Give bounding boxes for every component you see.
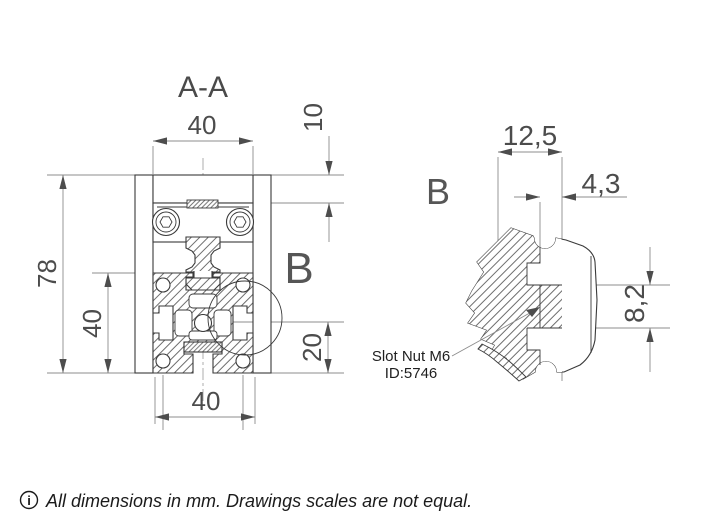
guide-block (185, 236, 221, 273)
detail-circle-b (207, 280, 283, 356)
dim-tongue-height: 8,2 (619, 247, 654, 372)
dim-slot-width: 4,3 (514, 168, 627, 201)
dim-bottom-offset-label: 20 (297, 333, 327, 362)
carriage-assembly (134, 174, 272, 374)
spring-sliver (477, 343, 527, 382)
section-title: A-A (178, 71, 228, 104)
corner-hole-tr (235, 277, 251, 293)
dim-bottom-width: 40 (155, 386, 255, 421)
rail-hatch-strip (186, 199, 219, 209)
footer-note: i All dimensions in mm. Drawings scales … (19, 490, 472, 511)
dim-top-width: 40 (153, 110, 253, 145)
detail-title: B (426, 171, 450, 212)
top-plate (152, 174, 254, 204)
dim-top-width-label: 40 (188, 110, 217, 140)
info-icon-glyph: i (27, 493, 31, 508)
dim-total-height-label: 78 (32, 259, 62, 288)
dim-bottom-offset: 20 (297, 322, 332, 373)
t-bolt-neck (194, 271, 212, 278)
nut-channel-edges (526, 247, 562, 365)
slot-nut-detail (465, 227, 598, 382)
screw-left (151, 207, 181, 237)
dim-profile-height: 40 (77, 273, 112, 373)
callout-line2: ID:5746 (385, 365, 438, 382)
callout: Slot Nut M6 ID:5746 (372, 307, 540, 382)
callout-line1: Slot Nut M6 (372, 348, 450, 365)
dim-nut-width-label: 12,5 (503, 120, 558, 151)
left-side-plate (134, 174, 154, 374)
dim-total-height: 78 (32, 175, 67, 373)
dim-tongue-height-label: 8,2 (619, 284, 650, 323)
profile-cavity-w (174, 309, 193, 337)
corner-hole-br (235, 353, 251, 369)
right-side-plate (252, 174, 272, 374)
detail-marker-label: B (284, 244, 313, 293)
t-bolt-head (185, 277, 221, 292)
slot-nut-in-profile (183, 341, 223, 353)
dim-plate-height-label: 10 (298, 103, 328, 132)
dim-profile-height-label: 40 (77, 309, 107, 338)
center-bore (193, 313, 213, 333)
detail-view-b: 12,5 4,3 8,2 (372, 120, 670, 382)
dim-plate-height: 10 (298, 103, 333, 242)
section-view-a-a: 40 10 78 40 20 (32, 71, 344, 430)
corner-hole-tl (155, 277, 171, 293)
screw-right (225, 207, 255, 237)
info-icon (19, 490, 39, 510)
profile-cavity-e (213, 309, 232, 337)
corner-hole-bl (155, 353, 171, 369)
dim-slot-width-label: 4,3 (582, 168, 621, 199)
profile-cavity-n (188, 293, 218, 309)
note-text: All dimensions in mm. Drawings scales ar… (45, 491, 472, 511)
dim-nut-width: 12,5 (498, 120, 562, 156)
dim-bottom-width-label: 40 (192, 386, 221, 416)
